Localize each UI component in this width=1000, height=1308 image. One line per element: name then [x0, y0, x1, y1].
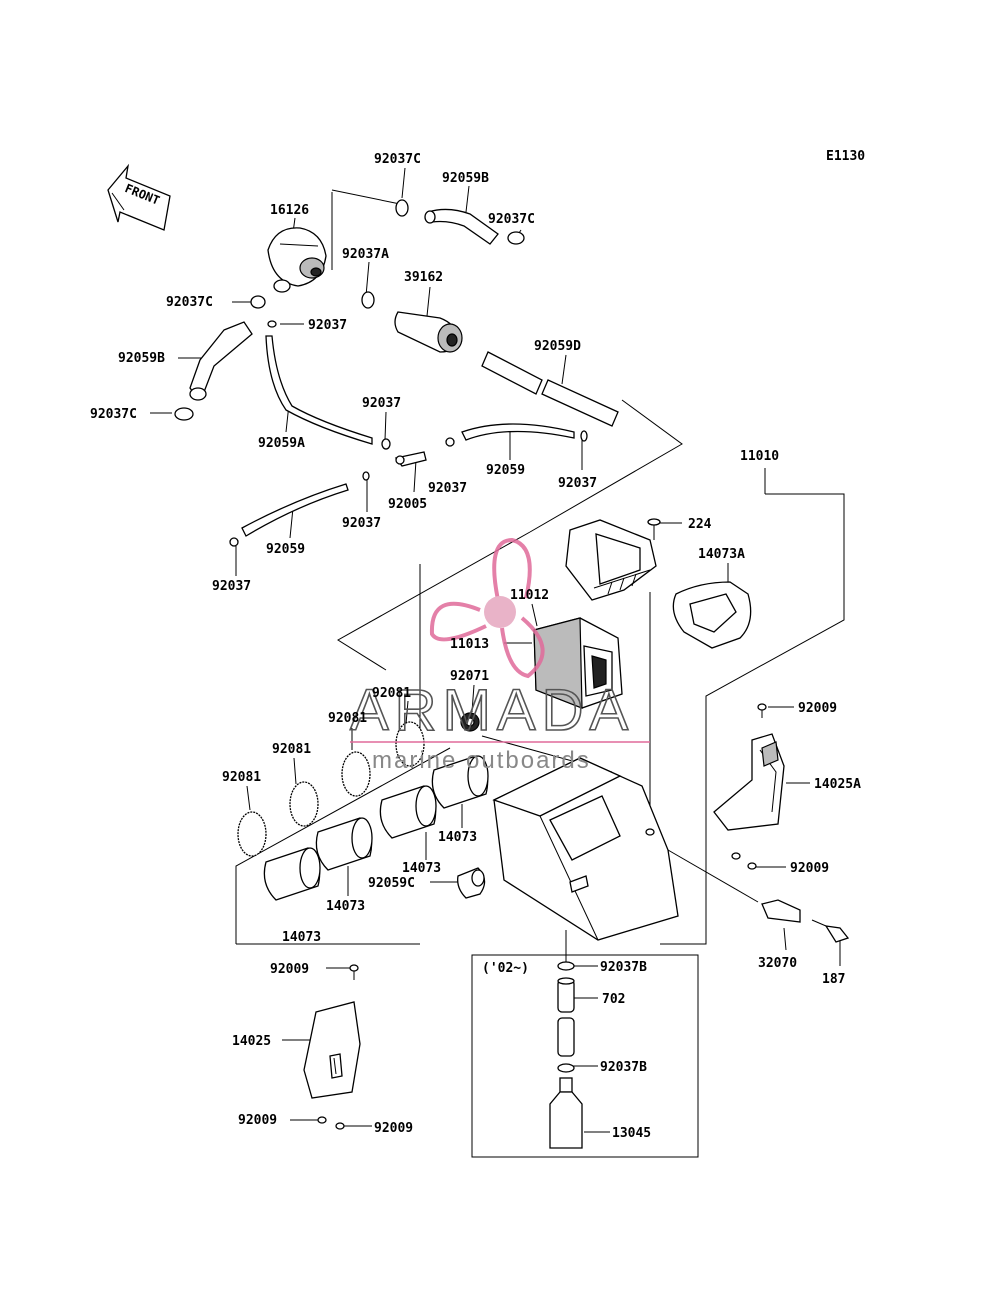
front-arrow-icon: FRONT	[107, 163, 171, 231]
label-92059-right: 92059	[486, 463, 525, 478]
part-labels: 92037C 92059B 16126 92037C 92037A 39162 …	[90, 152, 861, 1141]
part-airbox-case	[492, 757, 679, 941]
label-32070: 32070	[758, 956, 797, 971]
part-11013-element	[533, 617, 623, 709]
part-92037a-clamp	[361, 291, 375, 309]
part-702-tube	[557, 977, 575, 1057]
label-92037-e: 92037	[342, 516, 381, 531]
label-92071: 92071	[450, 669, 489, 684]
label-92059c: 92059C	[368, 876, 415, 891]
inset-box	[471, 954, 699, 1158]
part-92081-clamps	[237, 721, 425, 857]
label-14025: 14025	[232, 1034, 271, 1049]
part-14073-ducts	[263, 755, 489, 901]
label-92005: 92005	[388, 497, 427, 512]
part-92037b-clamps	[557, 961, 575, 1073]
part-14073a-cover	[565, 519, 657, 601]
label-14073-d: 14073	[282, 930, 321, 945]
label-11013: 11013	[450, 637, 489, 652]
part-92059a-hose	[265, 335, 373, 445]
label-92009-d: 92009	[238, 1113, 277, 1128]
leader-lines	[150, 167, 845, 1133]
part-32070-bracket	[761, 899, 801, 923]
label-14073a: 14073A	[698, 547, 745, 562]
part-39162-filter	[394, 311, 463, 353]
part-14025a-bracket	[713, 733, 785, 831]
label-16126: 16126	[270, 203, 309, 218]
label-92037-d: 92037	[428, 481, 467, 496]
label-13045: 13045	[612, 1126, 651, 1141]
part-92037-clamp	[229, 320, 588, 547]
part-14073a-seal	[672, 581, 752, 649]
label-92009-c: 92009	[270, 962, 309, 977]
part-92037c-clamp	[174, 199, 525, 421]
label-92037c-left: 92037C	[166, 295, 213, 310]
part-92059d-hose	[481, 351, 619, 427]
part-14025-bracket	[303, 1001, 361, 1099]
label-92081-d: 92081	[222, 770, 261, 785]
label-14025a: 14025A	[814, 777, 861, 792]
part-92005-fitting	[394, 451, 427, 467]
propeller-icon	[429, 537, 545, 679]
label-11010: 11010	[740, 449, 779, 464]
part-92059c-elbow	[457, 867, 486, 899]
label-92059-left: 92059	[266, 542, 305, 557]
part-187-bolt	[811, 919, 850, 943]
label-92059b-top: 92059B	[442, 171, 489, 186]
label-92059a: 92059A	[258, 436, 305, 451]
inset-label: ('02~)	[482, 961, 529, 976]
part-13045-bottle	[549, 1077, 583, 1149]
label-92037-a: 92037	[308, 318, 347, 333]
label-39162: 39162	[404, 270, 443, 285]
part-16126-valve	[267, 227, 327, 293]
label-92009-a: 92009	[798, 701, 837, 716]
label-92037-f: 92037	[212, 579, 251, 594]
part-92059b-hose	[189, 208, 499, 401]
part-92009-screws	[317, 703, 767, 1130]
label-224: 224	[688, 517, 712, 532]
label-187: 187	[822, 972, 845, 987]
label-92037-b: 92037	[362, 396, 401, 411]
label-14073-c: 14073	[326, 899, 365, 914]
label-92037c-right: 92037C	[488, 212, 535, 227]
label-92059d: 92059D	[534, 339, 581, 354]
label-92037b-a: 92037B	[600, 960, 647, 975]
part-92071-ring	[460, 712, 480, 732]
diagram-code: E1130	[826, 149, 865, 164]
label-11012: 11012	[510, 588, 549, 603]
label-702: 702	[602, 992, 625, 1007]
label-92009-b: 92009	[790, 861, 829, 876]
label-92081-a: 92081	[372, 686, 411, 701]
label-92009-e: 92009	[374, 1121, 413, 1136]
part-92059-hose	[241, 423, 575, 537]
part-224-screw	[647, 518, 661, 540]
label-92037a: 92037A	[342, 247, 389, 262]
label-92037-c: 92037	[558, 476, 597, 491]
watermark-tagline: marine outboards	[372, 747, 591, 774]
armada-logo: ARMADA marine outboards	[349, 537, 650, 774]
label-14073-a: 14073	[438, 830, 477, 845]
label-92081-c: 92081	[272, 742, 311, 757]
label-92081-b: 92081	[328, 711, 367, 726]
watermark-brand: ARMADA	[350, 678, 634, 743]
label-14073-b: 14073	[402, 861, 441, 876]
label-92059b-left: 92059B	[118, 351, 165, 366]
label-92037c-bottom: 92037C	[90, 407, 137, 422]
label-92037b-b: 92037B	[600, 1060, 647, 1075]
label-92037c-top: 92037C	[374, 152, 421, 167]
